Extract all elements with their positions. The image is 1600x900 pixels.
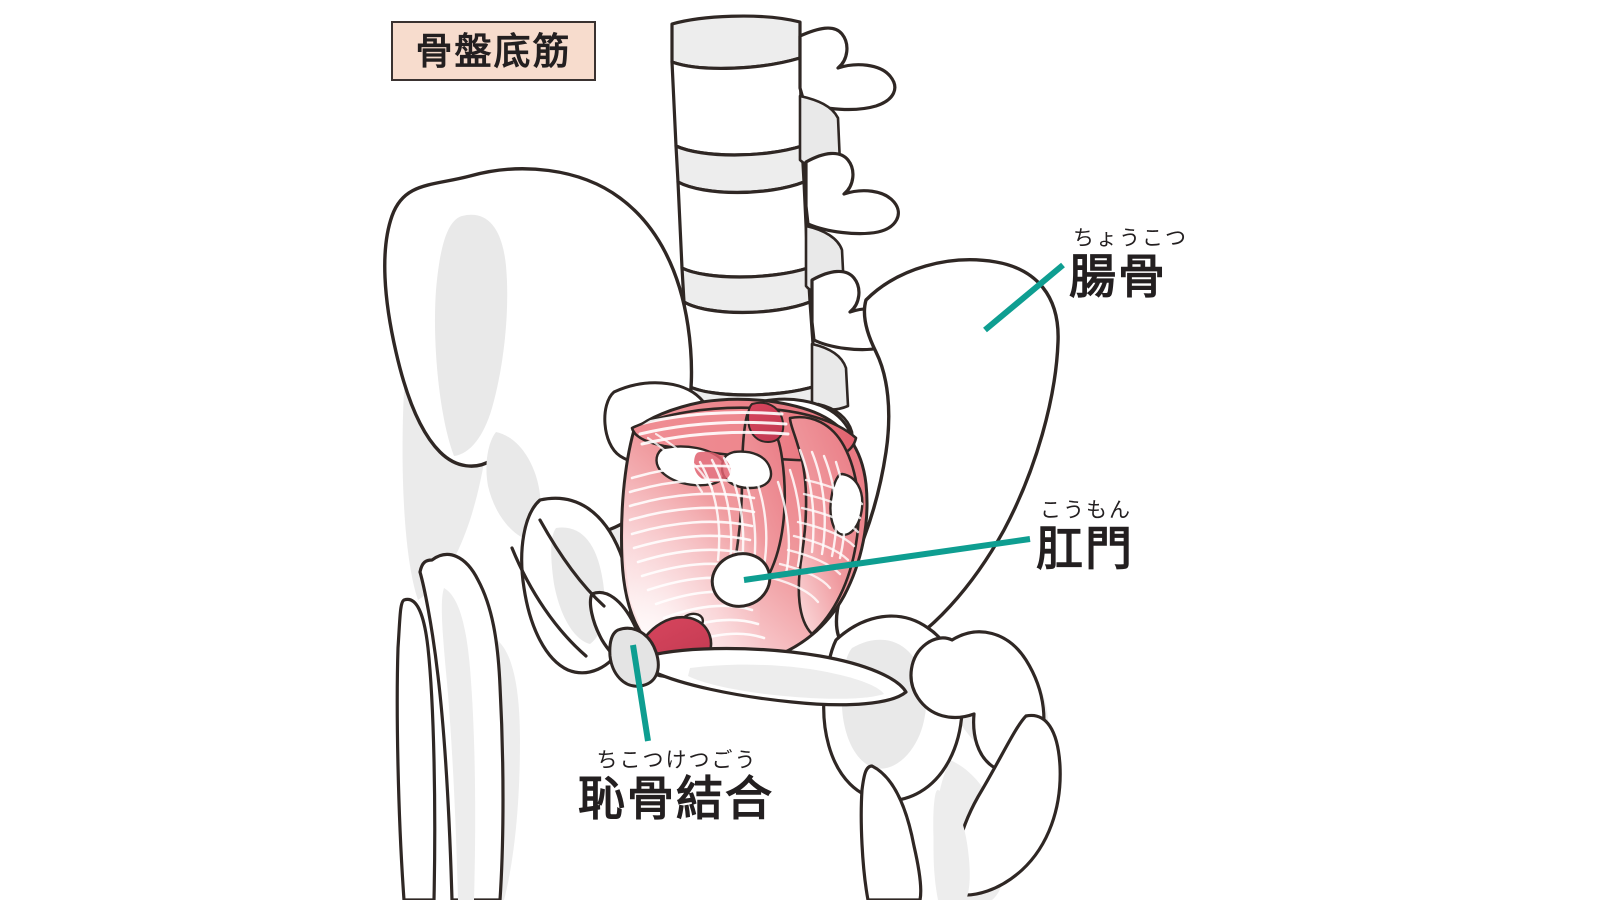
process-L2 [804,151,900,236]
label-ilium-text: 腸骨 [1069,250,1167,305]
figure-title-text: 骨盤底筋 [415,29,572,73]
left-femur [395,552,505,900]
leader-line-pubic [630,644,651,742]
left-inferior-ramus [510,518,606,658]
anal-opening [710,552,772,608]
right-femur [859,630,1062,900]
label-ilium-ruby: ちょうこつ [1073,226,1188,250]
vertebra-body-L1 [670,56,804,157]
vertebra-body-L3 [682,300,818,397]
label-ilium: ちょうこつ 腸骨 [1069,228,1188,302]
label-anus-ruby: こうもん [1040,498,1132,522]
label-pubic-symphysis: ちこつけつごう 恥骨結合 [578,750,774,824]
process-L1 [798,26,897,112]
vertebra-body-L2 [676,180,810,279]
figure-title-box: 骨盤底筋 [391,21,596,81]
right-ilium [834,258,1060,660]
label-pubic-symphysis-ruby: ちこつけつごう [596,748,758,772]
pelvic-floor-muscle-group [620,397,869,684]
lumbar-vertebrae-group [670,14,902,511]
label-anus-text: 肛門 [1036,522,1134,577]
label-pubic-symphysis-text: 恥骨結合 [578,772,774,827]
leader-lines [630,262,1065,742]
leader-line-anus [743,536,1031,583]
pedicle-L3 [810,342,850,411]
disc-L1 [670,14,802,70]
label-anus: こうもん 肛門 [1036,500,1134,574]
leader-line-ilium [983,262,1065,333]
